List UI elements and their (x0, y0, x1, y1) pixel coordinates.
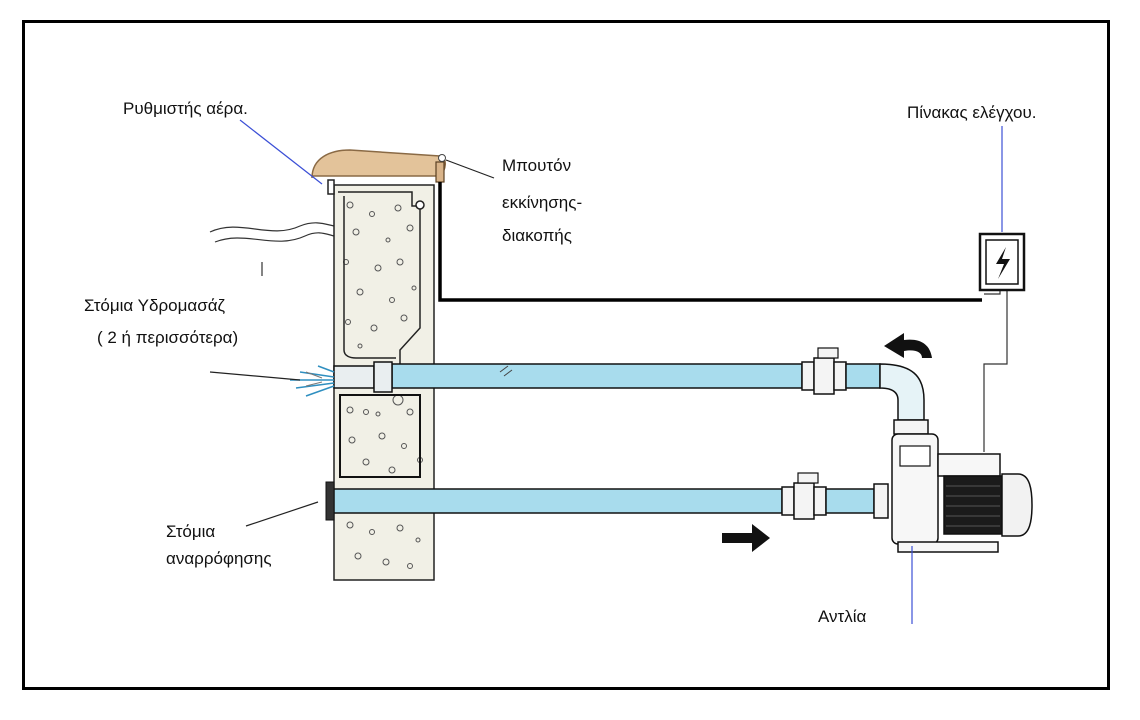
control-panel[interactable] (978, 232, 1026, 292)
arrow-right-icon (722, 524, 770, 552)
jets-label-line2: ( 2 ή περισσότερα) (97, 328, 239, 347)
air-regulator-label: Ρυθμιστής αέρα. (123, 99, 248, 118)
button-label-line1: Μπουτόν (502, 156, 572, 175)
leader-lines (209, 119, 1003, 624)
pump[interactable] (891, 433, 1033, 553)
electric-cables (983, 290, 1008, 452)
start-stop-button[interactable] (435, 161, 445, 183)
suction-label-line1: Στόμια (166, 522, 216, 541)
suction-pipe (325, 472, 889, 521)
suction-label-line2: αναρρόφησης (166, 549, 272, 568)
water-surface (209, 222, 335, 276)
jets-label-line1: Στόμια Υδρομασάζ (84, 296, 226, 315)
diagram-frame (22, 20, 1110, 690)
jet-nozzle (290, 361, 393, 397)
pump-label: Αντλία (818, 607, 867, 626)
coping-stone (311, 149, 446, 179)
button-label-line3: διακοπής (502, 226, 572, 245)
curved-arrow-icon (884, 333, 932, 358)
control-panel-label: Πίνακας ελέγχου. (907, 103, 1037, 122)
button-label-line2: εκκίνησης- (502, 193, 583, 212)
air-line (327, 179, 425, 376)
button-cable (438, 182, 982, 302)
lightning-bolt-icon (996, 247, 1010, 279)
return-pipe (391, 347, 929, 435)
